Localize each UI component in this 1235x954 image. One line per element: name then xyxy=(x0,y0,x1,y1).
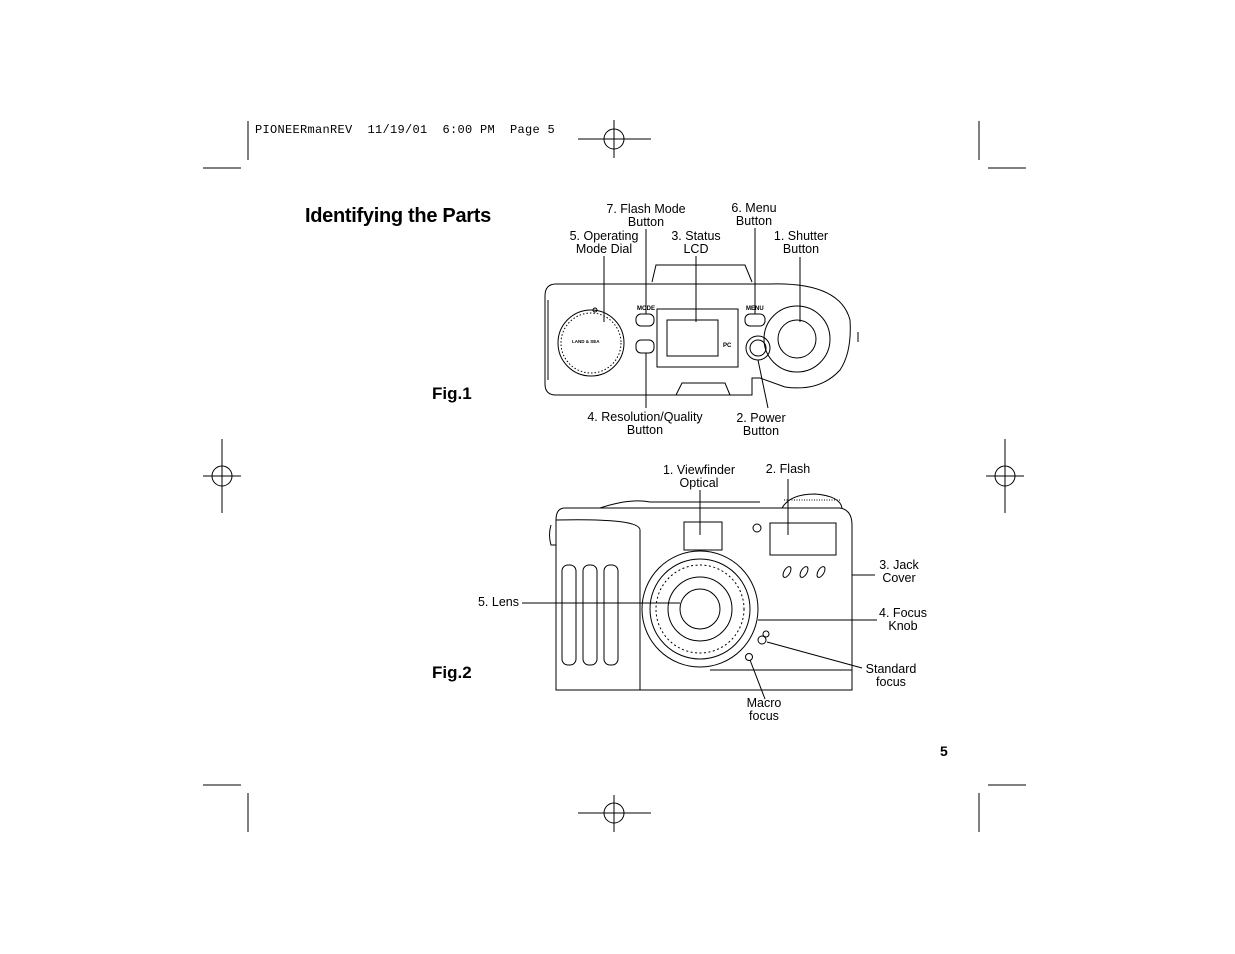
crop-marks xyxy=(203,121,1026,832)
page-title: Identifying the Parts xyxy=(305,205,491,227)
standard-focus-mark xyxy=(757,635,767,645)
operating-mode-dial xyxy=(557,309,625,377)
flash-mode-button xyxy=(635,313,655,327)
fig1-caption: Fig.1 xyxy=(432,384,472,403)
macro-focus-mark xyxy=(745,653,753,661)
registration-mark-top xyxy=(578,120,651,158)
menu-mark: MENU xyxy=(746,306,764,312)
camera-front-view xyxy=(522,479,877,700)
page-number: 5 xyxy=(940,743,948,759)
optical-viewfinder xyxy=(683,521,723,551)
fig2-caption: Fig.2 xyxy=(432,663,472,682)
registration-mark-bottom xyxy=(578,795,651,832)
status-lcd xyxy=(666,319,719,357)
registration-mark-left xyxy=(203,439,241,513)
mode-mark: MODE xyxy=(637,306,655,312)
label-flash: 2. Flash xyxy=(765,462,811,476)
resolution-quality-button xyxy=(635,339,655,354)
camera-top-view xyxy=(544,228,859,409)
label-lens: 5. Lens xyxy=(477,595,519,609)
shutter-button xyxy=(777,319,817,359)
pc-mark: PC xyxy=(723,343,732,349)
slug-line: PIONEERmanREV 11/19/01 6:00 PM Page 5 xyxy=(255,123,556,137)
menu-button xyxy=(744,313,766,327)
dial-mark: LAND & SEA xyxy=(572,339,600,344)
lens xyxy=(641,550,759,668)
status-lcd-panel xyxy=(656,308,739,368)
flash-window xyxy=(769,522,837,556)
registration-mark-right xyxy=(986,439,1024,513)
